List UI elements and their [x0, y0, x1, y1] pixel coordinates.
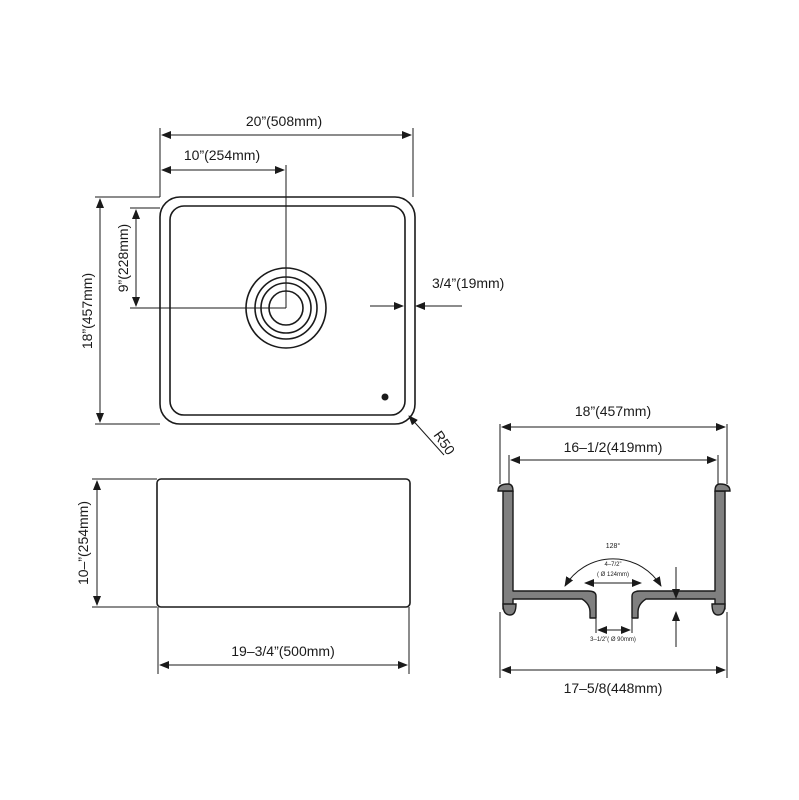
sink-front-face: [156, 478, 411, 608]
drain-depth-dimension-label: 9”(228mm): [115, 224, 131, 292]
height-dimension-label: 10–”(254mm): [75, 501, 91, 585]
radius-leader: [408, 415, 445, 456]
radius-label: R50: [431, 428, 459, 458]
front-view: 10–”(254mm) 19–3/4”(500mm): [75, 478, 411, 674]
sink-inner-basin: [169, 205, 406, 416]
top-view: 20”(508mm) 10”(254mm) 18”(457mm) 9”(228m…: [79, 113, 504, 458]
section-inner-dimension-label: 16–1/2(419mm): [564, 439, 663, 455]
flange-label: 4–7/2”: [604, 562, 621, 568]
overflow-hole-icon: [381, 393, 389, 401]
section-view: 18”(457mm) 16–1/2(419mm) 128° 4–7/2” ( Ø…: [497, 403, 731, 696]
depth-dimension-label: 18”(457mm): [79, 273, 95, 349]
angle-label: 128°: [606, 542, 621, 550]
drain-label: 3–1/2”( Ø 90mm): [590, 637, 636, 643]
flange-mm-label: ( Ø 124mm): [597, 572, 629, 578]
width-dimension-label: 20”(508mm): [246, 113, 322, 129]
sink-outer-rim: [159, 196, 416, 425]
drain-offset-dimension-label: 10”(254mm): [184, 147, 260, 163]
sink-section-body: [497, 483, 731, 619]
section-bottom-dimension-label: 17–5/8(448mm): [564, 680, 663, 696]
section-outer-dimension-label: 18”(457mm): [575, 403, 651, 419]
angle-arc: [564, 558, 662, 587]
front-width-dimension-label: 19–3/4”(500mm): [231, 643, 335, 659]
wall-thickness-label: 3/4”(19mm): [432, 275, 504, 291]
